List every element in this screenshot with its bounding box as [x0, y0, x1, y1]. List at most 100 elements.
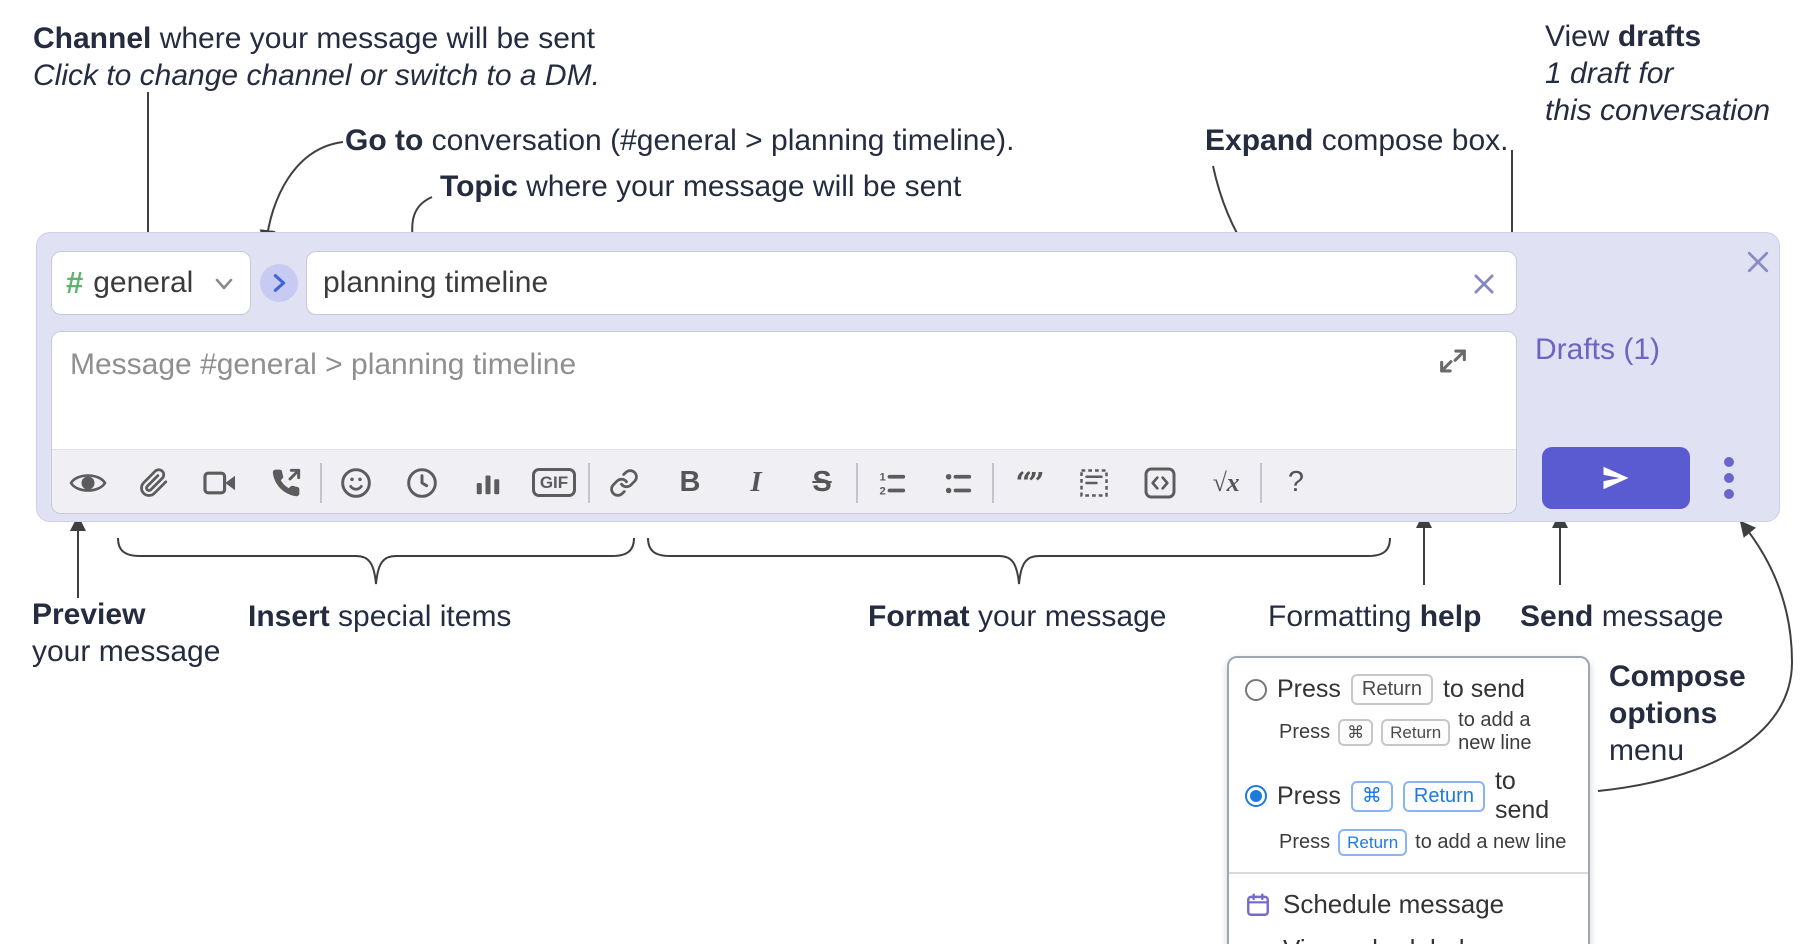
- annotation-view-drafts: View drafts 1 draft for this conversatio…: [1545, 20, 1771, 127]
- calendar-icon: [1247, 893, 1269, 916]
- topic-input[interactable]: [307, 252, 1516, 314]
- numbered-list-button[interactable]: 1 2: [868, 457, 916, 509]
- link-icon: [610, 468, 638, 497]
- message-formatting-help-button[interactable]: ?: [1272, 457, 1320, 509]
- annotation-channel: Channel where your message will be sent …: [33, 20, 600, 94]
- toolbar-divider: [320, 462, 322, 503]
- bulleted-list-button[interactable]: [934, 457, 982, 509]
- message-textarea[interactable]: [52, 332, 1516, 449]
- annotation-channel-rest: where your message will be sent: [151, 22, 595, 55]
- phone-outgoing-icon: [272, 468, 301, 496]
- expand-icon: [1440, 349, 1466, 373]
- code-icon: [1144, 467, 1176, 498]
- view-scheduled-messages-item[interactable]: View scheduled messages: [1229, 927, 1588, 944]
- poll-button[interactable]: [464, 457, 512, 509]
- bold-icon: B: [679, 466, 701, 498]
- brace-format: [647, 537, 1391, 585]
- radio-unselected-icon[interactable]: [1245, 678, 1267, 701]
- strikethrough-icon: S: [812, 466, 832, 498]
- global-time-button[interactable]: [398, 457, 446, 509]
- chevron-down-icon: [215, 278, 233, 290]
- expand-compose-button[interactable]: [1436, 344, 1470, 378]
- go-to-conversation-button[interactable]: [260, 264, 298, 302]
- topic-input-wrapper: [306, 251, 1517, 315]
- annotation-channel-sub: Click to change channel or switch to a D…: [33, 59, 600, 92]
- arrow-goto: [259, 141, 344, 246]
- eye-icon: [69, 473, 107, 492]
- annotation-insert: Insert special items: [248, 600, 512, 633]
- popup-divider: [1229, 872, 1588, 874]
- clock-icon: [407, 467, 437, 498]
- dots-vertical-icon: [1724, 457, 1734, 467]
- video-camera-icon: [203, 471, 236, 494]
- compose-box: # general: [36, 232, 1780, 522]
- quote-button[interactable]: “”: [1004, 457, 1052, 509]
- bar-chart-icon: [476, 475, 500, 494]
- toolbar-divider: [856, 462, 858, 503]
- cmd-enter-sends-option[interactable]: Press ⌘ Return to send Press Return to a…: [1229, 763, 1588, 864]
- send-button[interactable]: [1542, 447, 1690, 509]
- annotation-send: Send message: [1520, 600, 1724, 633]
- compose-options-popup: Press Return to send Press ⌘ Return to a…: [1227, 656, 1590, 944]
- compose-toolbar: GIF B I S: [52, 449, 1516, 513]
- emoji-button[interactable]: [332, 457, 380, 509]
- channel-selector[interactable]: # general: [51, 251, 251, 315]
- return-key: Return: [1381, 718, 1451, 746]
- strikethrough-button[interactable]: S: [798, 457, 846, 509]
- bulleted-list-icon: [945, 473, 972, 493]
- annotation-format: Format your message: [868, 600, 1167, 633]
- send-icon: [1603, 466, 1629, 490]
- toolbar-divider: [1260, 462, 1262, 503]
- return-key: Return: [1338, 829, 1408, 856]
- quote-icon: “”: [1015, 465, 1044, 500]
- channel-name: general: [93, 266, 194, 299]
- video-call-button[interactable]: [196, 457, 244, 509]
- cmd-key: ⌘: [1338, 718, 1374, 746]
- spoiler-button[interactable]: [1070, 457, 1118, 509]
- preview-button[interactable]: [64, 457, 112, 509]
- return-key: Return: [1350, 674, 1433, 705]
- toolbar-divider: [588, 462, 590, 503]
- math-button[interactable]: √x: [1202, 457, 1250, 509]
- brace-insert: [117, 537, 635, 585]
- toolbar-divider: [992, 462, 994, 503]
- close-icon: [1474, 274, 1494, 294]
- italic-icon: I: [750, 466, 762, 498]
- enter-sends-option[interactable]: Press Return to send Press ⌘ Return to a…: [1229, 670, 1588, 763]
- gif-icon: GIF: [531, 468, 577, 497]
- annotation-formatting-help: Formatting help: [1268, 600, 1482, 633]
- return-key: Return: [1402, 780, 1485, 812]
- schedule-message-item[interactable]: Schedule message: [1229, 882, 1588, 927]
- cmd-key: ⌘: [1350, 780, 1393, 812]
- compose-close-button[interactable]: [1737, 241, 1779, 283]
- chevron-right-icon: [273, 274, 286, 292]
- italic-button[interactable]: I: [732, 457, 780, 509]
- audio-call-button[interactable]: [262, 457, 310, 509]
- annotation-compose-options: Compose options menu: [1609, 660, 1746, 767]
- annotation-topic: Topic where your message will be sent: [440, 170, 962, 203]
- annotation-goto: Go to conversation (#general > planning …: [345, 124, 1015, 157]
- gif-button[interactable]: GIF: [530, 457, 578, 509]
- spoiler-icon: [1080, 468, 1108, 497]
- channel-hash-icon: #: [66, 265, 84, 300]
- svg-text:2: 2: [880, 485, 886, 497]
- question-mark-icon: ?: [1287, 466, 1305, 498]
- topic-clear-button[interactable]: [1466, 266, 1502, 302]
- svg-text:1: 1: [880, 471, 886, 483]
- paperclip-icon: [140, 467, 168, 497]
- code-button[interactable]: [1136, 457, 1184, 509]
- bold-button[interactable]: B: [666, 457, 714, 509]
- compose-options-menu-button[interactable]: [1709, 449, 1749, 507]
- annotation-preview: Preview your message: [32, 598, 221, 668]
- drafts-link[interactable]: Drafts (1): [1535, 333, 1661, 366]
- radio-selected-icon[interactable]: [1245, 785, 1267, 807]
- attach-file-button[interactable]: [130, 457, 178, 509]
- smiley-icon: [341, 467, 371, 498]
- close-icon: [1747, 251, 1769, 273]
- annotation-channel-bold: Channel: [33, 22, 152, 55]
- numbered-list-icon: 1 2: [880, 471, 906, 497]
- link-button[interactable]: [600, 457, 648, 509]
- math-icon: √x: [1212, 467, 1240, 497]
- message-box: GIF B I S: [51, 331, 1517, 514]
